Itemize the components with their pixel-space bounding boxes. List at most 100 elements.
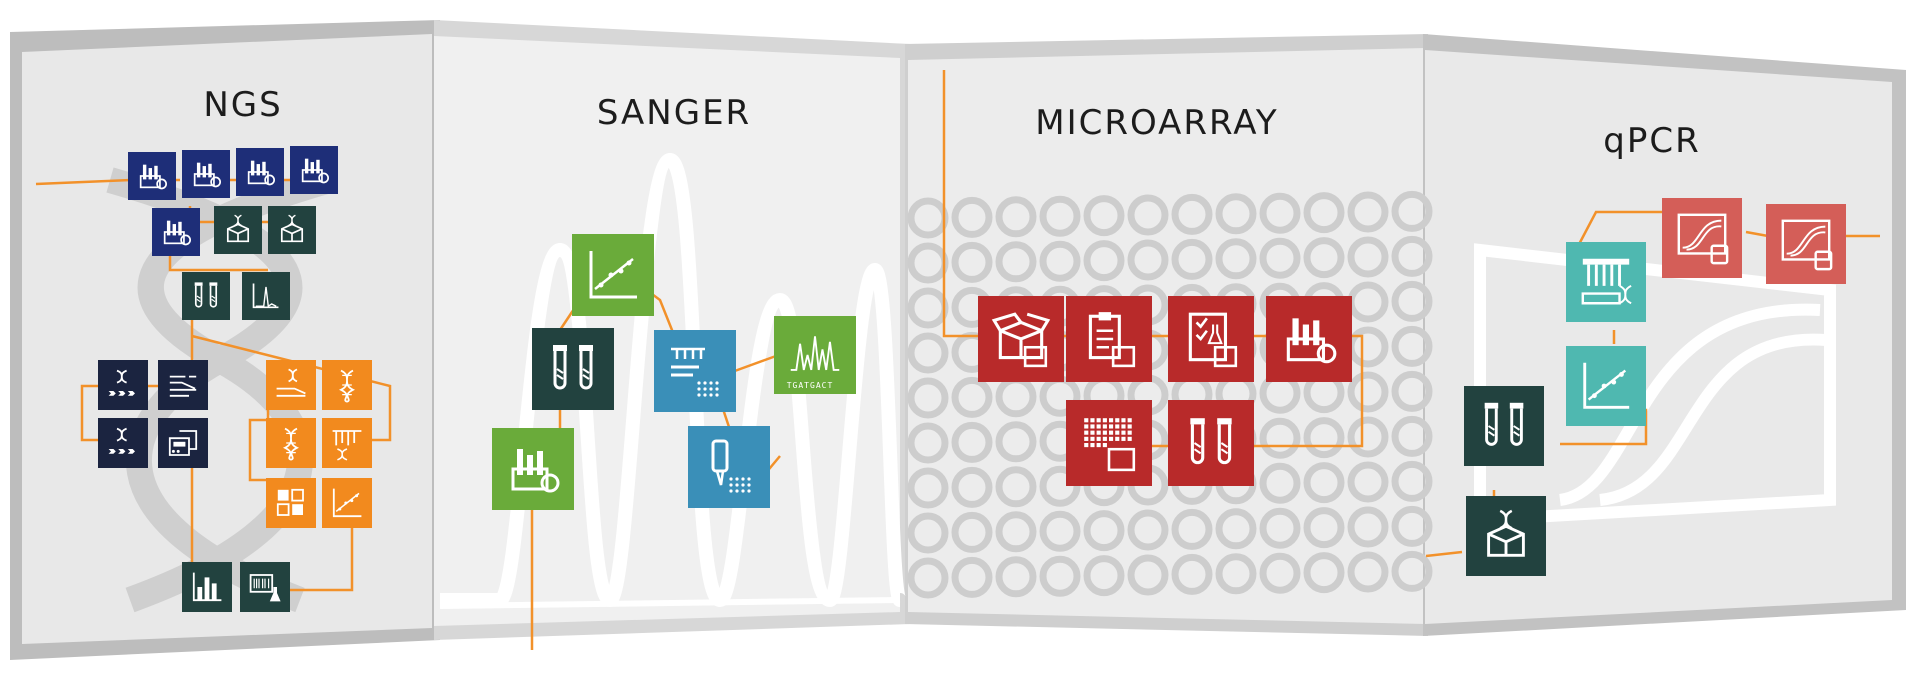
panel-qpcr (1423, 34, 1906, 636)
sanger-tile (572, 234, 654, 316)
ngs-tile (290, 146, 338, 194)
microarray-spot (1215, 238, 1257, 280)
microarray-spot (907, 512, 949, 554)
qpcr-tile (1566, 242, 1646, 322)
microarray-spot (907, 557, 949, 599)
qpcr-tile (1466, 496, 1546, 576)
microarray-spot (951, 241, 993, 283)
microarray-spot (1391, 235, 1433, 277)
microarray-spot (1391, 550, 1433, 592)
ngs-tile-background (322, 418, 372, 468)
microarray-spot (1039, 555, 1081, 597)
microarray-spot (1347, 506, 1389, 548)
microarray-spot (1347, 191, 1389, 233)
ngs-tile (322, 360, 372, 410)
microarray-spot (1347, 236, 1389, 278)
ngs-tile (182, 272, 230, 320)
ngs-tile (266, 478, 316, 528)
ngs-tile (98, 360, 148, 410)
ngs-tile (128, 152, 176, 200)
microarray-spot (1259, 462, 1301, 504)
microarray-spot (1083, 240, 1125, 282)
sanger-tile (654, 330, 736, 412)
ngs-tile (266, 418, 316, 468)
ngs-tile (182, 150, 230, 198)
sanger-tile (774, 316, 856, 394)
ngs-tile-background (98, 360, 148, 410)
microarray-spot (1083, 195, 1125, 237)
ngs-tile (98, 418, 148, 468)
panel-title-qpcr: qPCR (1603, 121, 1700, 161)
microarray-spot (1171, 193, 1213, 235)
ngs-tile-background (98, 418, 148, 468)
microarray-spot (1259, 507, 1301, 549)
microarray-tile (1266, 296, 1352, 382)
microarray-spot (1039, 240, 1081, 282)
ngs-tile (182, 562, 232, 612)
ngs-tile (236, 148, 284, 196)
qpcr-tile (1566, 346, 1646, 426)
microarray-spot (951, 421, 993, 463)
sanger-tile (532, 328, 614, 410)
ngs-tile (240, 562, 290, 612)
microarray-spot (1215, 508, 1257, 550)
microarray-tile-background (1066, 400, 1152, 486)
sanger-tile-background (532, 328, 614, 410)
microarray-spot (1171, 508, 1213, 550)
microarray-spot (1347, 371, 1389, 413)
microarray-spot (1391, 505, 1433, 547)
qpcr-tile (1464, 386, 1544, 466)
qpcr-tile (1662, 198, 1742, 278)
microarray-spot (1039, 195, 1081, 237)
ngs-tile (242, 272, 290, 320)
ngs-tile (158, 360, 208, 410)
microarray-spot (1391, 370, 1433, 412)
sanger-sequence-label: TGATGACT (787, 381, 834, 390)
ngs-tile (152, 208, 200, 256)
microarray-spot (1259, 237, 1301, 279)
microarray-tile (1066, 400, 1152, 486)
microarray-spot (951, 466, 993, 508)
panel-title-sanger: SANGER (597, 93, 751, 133)
sanger-baseline (439, 597, 901, 609)
ngs-tile-background (268, 206, 316, 254)
microarray-tile (1168, 400, 1254, 486)
microarray-tile-background (1168, 400, 1254, 486)
microarray-spot (995, 511, 1037, 553)
microarray-spot (951, 376, 993, 418)
sanger-tile (492, 428, 574, 510)
microarray-spot (951, 196, 993, 238)
sanger-tile-background (688, 426, 770, 508)
microarray-spot (1259, 552, 1301, 594)
microarray-spot (1039, 465, 1081, 507)
sanger-tile (688, 426, 770, 508)
microarray-spot (1127, 239, 1169, 281)
ngs-tile (322, 478, 372, 528)
microarray-spot (1215, 553, 1257, 595)
ngs-tile-background (182, 272, 230, 320)
ngs-tile-background (266, 478, 316, 528)
microarray-spot (1259, 417, 1301, 459)
microarray-tile (1168, 296, 1254, 382)
microarray-spot (1391, 190, 1433, 232)
microarray-spot (1303, 462, 1345, 504)
microarray-spot (907, 377, 949, 419)
microarray-spot (1303, 552, 1345, 594)
icon-tiles (98, 146, 1846, 612)
microarray-spot (995, 466, 1037, 508)
microarray-spot (995, 556, 1037, 598)
sanger-tile-background (774, 316, 856, 394)
microarray-spot (1303, 507, 1345, 549)
microarray-spot (1215, 193, 1257, 235)
microarray-spot (1127, 194, 1169, 236)
microarray-spot (951, 556, 993, 598)
microarray-spot (1171, 238, 1213, 280)
qpcr-tile-background (1466, 496, 1546, 576)
microarray-spot (1127, 554, 1169, 596)
microarray-spot (1391, 415, 1433, 457)
ngs-tile-background (242, 272, 290, 320)
microarray-spot (1171, 553, 1213, 595)
microarray-spot (1039, 510, 1081, 552)
sanger-tile-background (654, 330, 736, 412)
microarray-spot (951, 511, 993, 553)
